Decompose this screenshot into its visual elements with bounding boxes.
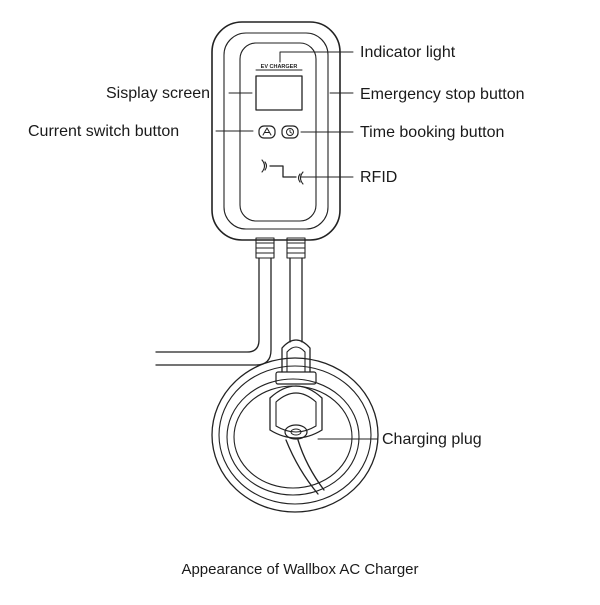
label-rfid: RFID [360, 169, 398, 186]
figure-caption: Appearance of Wallbox AC Charger [181, 561, 419, 578]
label-indicator-light: Indicator light [360, 44, 456, 61]
label-emergency-stop: Emergency stop button [360, 86, 525, 103]
current-switch-button[interactable] [258, 125, 276, 139]
label-charging-plug: Charging plug [382, 431, 482, 448]
label-display-screen: Sisplay screen [106, 85, 211, 102]
power-cable [155, 257, 260, 353]
label-current-switch: Current switch button [28, 123, 180, 140]
cable-glands [255, 237, 306, 259]
rfid-icon [261, 159, 304, 185]
leader-lines [215, 51, 379, 440]
display-screen [255, 75, 303, 111]
time-booking-button[interactable] [281, 125, 299, 139]
label-time-booking: Time booking button [360, 124, 505, 141]
plug-holder [275, 339, 317, 385]
charging-plug [269, 385, 325, 495]
device-brand-text: EV CHARGER [261, 64, 298, 70]
